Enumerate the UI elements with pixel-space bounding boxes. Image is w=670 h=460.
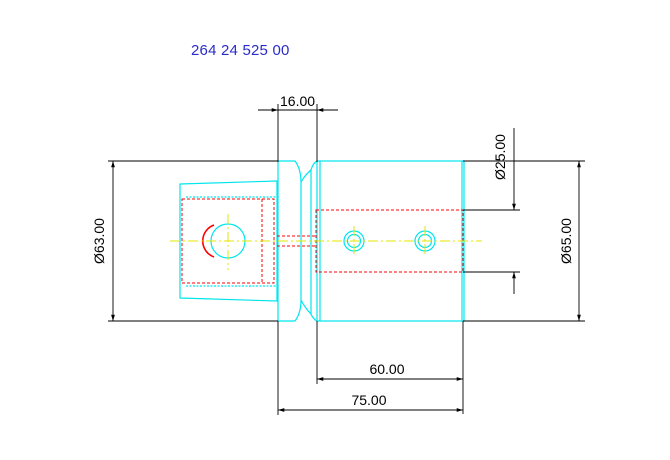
dimension-lines — [108, 104, 585, 415]
dim-diameter-bore: Ø25.00 — [492, 134, 508, 180]
centerlines — [170, 214, 482, 270]
dim-body-length: 60.00 — [369, 361, 404, 377]
left-shank — [179, 180, 278, 302]
dim-diameter-right: Ø65.00 — [558, 218, 574, 264]
dim-total-length: 75.00 — [351, 392, 386, 408]
part-number-label: 264 24 525 00 — [191, 42, 290, 59]
dim-diameter-left: Ø63.00 — [91, 218, 107, 264]
dim-flange-width: 16.00 — [280, 93, 315, 109]
